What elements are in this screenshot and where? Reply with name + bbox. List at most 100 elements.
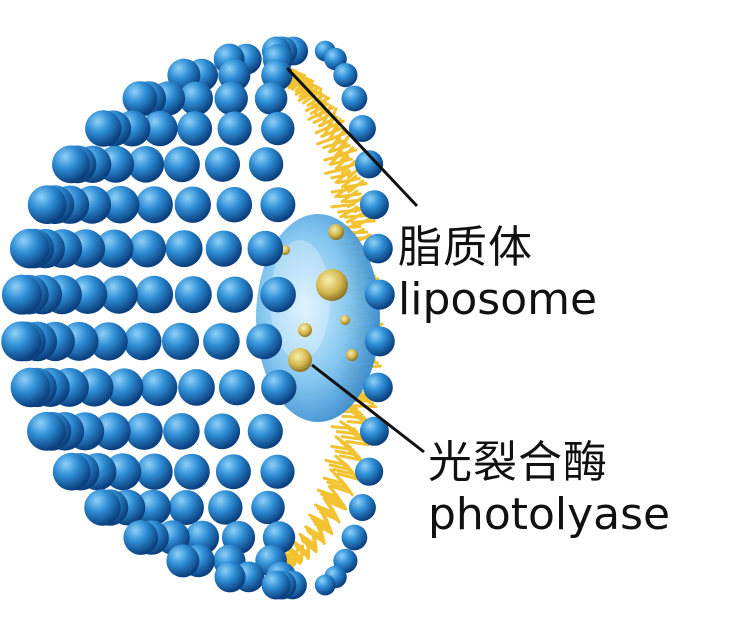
phospholipid-head: [251, 490, 285, 525]
phospholipid-head: [123, 520, 159, 555]
phospholipid-head: [161, 322, 200, 360]
lipid-tail: [322, 139, 345, 150]
phospholipid-head: [314, 574, 336, 596]
phospholipid-head: [85, 110, 122, 147]
lipid-tail: [289, 551, 297, 569]
liposome-label-zh: 脂质体: [398, 222, 533, 273]
liposome-leader-line: [285, 66, 419, 208]
phospholipid-head: [27, 411, 66, 451]
lipid-tail: [345, 440, 370, 447]
lipid-tail: [287, 74, 303, 90]
phospholipid-head: [341, 85, 368, 112]
phospholipid-head: [140, 368, 178, 407]
phospholipid-head: [52, 452, 91, 491]
lipid-tail: [337, 208, 362, 214]
phospholipid-head: [260, 454, 295, 489]
phospholipid-head: [84, 489, 121, 526]
phospholipid-head: [174, 453, 210, 490]
lipid-tail: [340, 480, 354, 497]
phospholipid-head: [9, 228, 50, 269]
lipid-tail: [335, 162, 360, 171]
phospholipid-head: [101, 185, 140, 224]
lipid-tail: [330, 507, 341, 524]
phospholipid-head: [364, 279, 395, 310]
phospholipid-head: [246, 323, 283, 360]
lipid-tail: [323, 496, 345, 507]
phospholipid-head: [122, 81, 158, 116]
photolyase-particle: [288, 348, 312, 372]
lipid-tail: [330, 203, 356, 209]
lipid-tail: [336, 472, 360, 481]
phospholipid-head: [261, 111, 295, 146]
liposome-label: 脂质体 liposome: [398, 222, 597, 326]
phospholipid-head: [135, 186, 173, 224]
lipid-tail: [336, 176, 361, 185]
phospholipid-head: [168, 490, 204, 525]
phospholipid-head: [248, 147, 284, 182]
phospholipid-head: [359, 190, 389, 220]
lipid-tail: [316, 507, 338, 519]
phospholipid-head: [260, 276, 296, 313]
lipid-tail: [298, 547, 304, 565]
phospholipid-head: [165, 230, 203, 268]
phospholipid-head: [205, 230, 242, 267]
phospholipid-head: [363, 372, 393, 403]
phospholipid-head: [174, 276, 212, 314]
lipid-tail: [314, 123, 337, 135]
photolyase-particle: [328, 224, 344, 240]
lipid-tail: [323, 152, 347, 162]
phospholipid-head: [218, 369, 255, 406]
lipid-tail: [339, 420, 358, 433]
phospholipid-head: [333, 63, 358, 88]
phospholipid-head: [363, 233, 393, 264]
phospholipid-head: [247, 413, 283, 449]
phospholipid-head: [178, 369, 215, 406]
lipid-tail: [319, 528, 326, 545]
phospholipid-head: [214, 561, 246, 593]
photolyase-label-zh: 光裂合酶: [428, 437, 608, 488]
phospholipid-head: [1, 321, 42, 362]
phospholipid-head: [203, 323, 240, 360]
lipid-tail: [330, 172, 355, 180]
lipid-tail: [313, 503, 336, 515]
liposome-label-en: liposome: [398, 274, 598, 325]
phospholipid-head: [215, 454, 251, 490]
lipid-tail: [344, 425, 363, 439]
phospholipid-head: [135, 275, 174, 314]
lipid-tail: [307, 109, 328, 121]
lipid-tail: [316, 488, 340, 499]
lipid-tail: [325, 500, 348, 511]
lipid-tail: [334, 492, 347, 509]
lipid-tail: [350, 219, 376, 224]
phospholipid-head: [95, 229, 134, 268]
lipid-tail: [349, 409, 369, 423]
phospholipid-head: [260, 187, 296, 223]
phospholipid-head: [364, 326, 395, 357]
phospholipid-head: [105, 368, 144, 407]
phospholipid-head: [142, 110, 178, 147]
phospholipid-head: [261, 369, 297, 406]
phospholipid-head: [1, 274, 42, 315]
phospholipid-heads: [1, 36, 395, 600]
photolyase-label: 光裂合酶 photolyase: [428, 437, 670, 541]
lipid-tail: [309, 102, 330, 115]
photolyase-particle: [298, 323, 312, 337]
phospholipid-head: [128, 229, 167, 268]
phospholipid-head: [341, 524, 368, 551]
phospholipid-head: [204, 413, 241, 450]
lipid-tail: [329, 484, 353, 495]
phospholipid-head: [166, 544, 200, 578]
lipid-tail: [290, 76, 306, 91]
lipid-tail: [342, 463, 358, 479]
lipid-tail: [328, 144, 351, 154]
phospholipid-head: [355, 150, 384, 179]
lipid-tail: [343, 213, 369, 219]
phospholipid-head: [214, 81, 248, 116]
phospholipid-head: [10, 367, 51, 408]
phospholipid-head: [89, 322, 128, 361]
lipid-tail: [320, 127, 342, 138]
phospholipid-head: [348, 115, 376, 142]
phospholipid-head: [348, 494, 376, 521]
lipid-tail: [312, 112, 333, 125]
